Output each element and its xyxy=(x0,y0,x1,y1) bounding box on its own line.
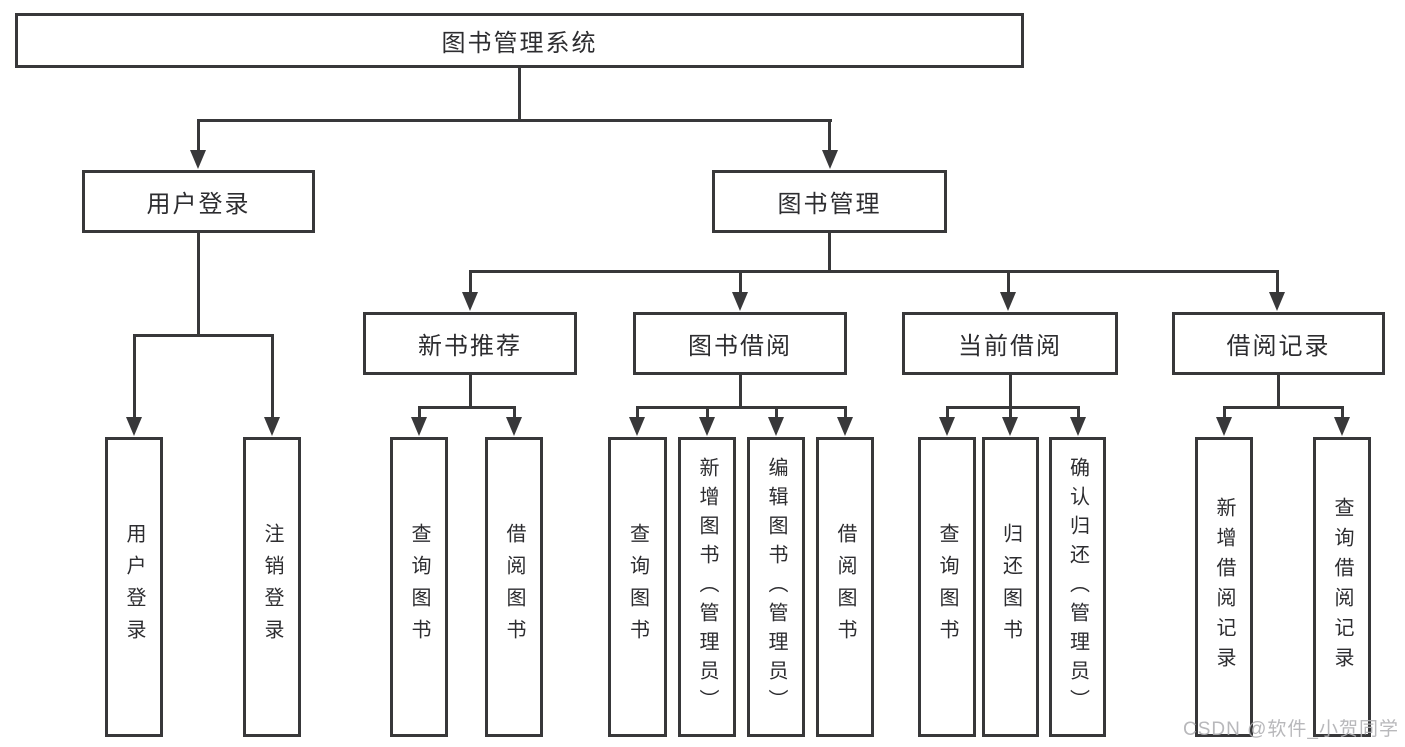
connector-arrowhead xyxy=(1002,417,1018,436)
connector-drop xyxy=(133,334,136,417)
node-book-management-label: 图书管理 xyxy=(777,191,882,218)
leaf-borrow-books-2: 借阅图书 xyxy=(816,437,874,737)
leaf-query-books-current: 查询图书 xyxy=(918,437,976,737)
leaf-borrow-books-2-label: 借阅图书 xyxy=(834,523,856,651)
connector-userlogin-stem xyxy=(197,233,200,336)
leaf-return-book: 归还图书 xyxy=(982,437,1039,737)
connector-l3-stem xyxy=(739,375,742,408)
leaf-query-borrow-record-label: 查询借阅记录 xyxy=(1331,497,1353,677)
connector-arrowhead xyxy=(939,417,955,436)
connector-arrowhead xyxy=(1000,292,1016,311)
leaf-query-books-recommend: 查询图书 xyxy=(390,437,448,737)
connector-arrowhead xyxy=(462,292,478,311)
leaf-return-book-label: 归还图书 xyxy=(999,523,1022,651)
connector-arrowhead xyxy=(506,417,522,436)
connector-arrowhead xyxy=(732,292,748,311)
node-new-book-recommend-label: 新书推荐 xyxy=(418,333,522,360)
connector-l3-split xyxy=(418,406,516,409)
connector-drop xyxy=(844,406,847,418)
leaf-query-books-borrow-label: 查询图书 xyxy=(626,523,649,651)
connector-root-split xyxy=(197,119,832,122)
connector-drop xyxy=(1077,406,1080,418)
connector-l3-stem xyxy=(1277,375,1280,408)
connector-arrowhead xyxy=(1334,417,1350,436)
connector-arrowhead xyxy=(768,417,784,436)
leaf-add-borrow-record: 新增借阅记录 xyxy=(1195,437,1253,737)
connector-drop xyxy=(828,119,831,151)
connector-arrowhead xyxy=(837,417,853,436)
node-root-label: 图书管理系统 xyxy=(441,30,598,57)
connector-arrowhead xyxy=(1070,417,1086,436)
connector-root-stem xyxy=(518,68,521,120)
leaf-edit-book-admin: 编辑图书（管理员） xyxy=(747,437,805,737)
connector-arrowhead xyxy=(126,417,142,436)
connector-drop xyxy=(418,406,421,418)
connector-arrowhead xyxy=(190,150,206,169)
leaf-confirm-return-admin-label: 确认归还（管理员） xyxy=(1066,456,1089,718)
connector-arrowhead xyxy=(629,417,645,436)
connector-arrowhead xyxy=(822,150,838,169)
leaf-query-books-current-label: 查询图书 xyxy=(936,523,958,651)
connector-drop xyxy=(1007,270,1010,293)
leaf-query-borrow-record: 查询借阅记录 xyxy=(1313,437,1371,737)
leaf-add-book-admin: 新增图书（管理员） xyxy=(678,437,736,737)
connector-bookmgmt-split xyxy=(469,270,1279,273)
connector-arrowhead xyxy=(411,417,427,436)
leaf-confirm-return-admin: 确认归还（管理员） xyxy=(1049,437,1106,737)
connector-arrowhead xyxy=(699,417,715,436)
node-book-management: 图书管理 xyxy=(712,170,947,233)
leaf-query-books-borrow: 查询图书 xyxy=(608,437,667,737)
connector-drop xyxy=(636,406,639,418)
leaf-logout-label: 注销登录 xyxy=(261,523,283,651)
connector-drop xyxy=(1009,406,1012,418)
leaf-user-login-label: 用户登录 xyxy=(123,523,145,651)
connector-drop xyxy=(946,406,949,418)
leaf-borrow-books-recommend-label: 借阅图书 xyxy=(503,523,525,651)
connector-drop xyxy=(775,406,778,418)
connector-drop xyxy=(1223,406,1226,418)
node-user-login: 用户登录 xyxy=(82,170,315,233)
connector-drop xyxy=(197,119,200,151)
leaf-user-login: 用户登录 xyxy=(105,437,163,737)
connector-bookmgmt-stem xyxy=(828,233,831,272)
node-borrow-records-label: 借阅记录 xyxy=(1226,333,1331,360)
connector-drop xyxy=(469,270,472,293)
leaf-add-borrow-record-label: 新增借阅记录 xyxy=(1213,497,1235,677)
node-borrow-records: 借阅记录 xyxy=(1172,312,1385,375)
leaf-borrow-books-recommend: 借阅图书 xyxy=(485,437,543,737)
node-user-login-label: 用户登录 xyxy=(146,191,251,218)
connector-l3-stem xyxy=(469,375,472,408)
connector-drop xyxy=(271,334,274,417)
connector-drop xyxy=(1276,270,1279,293)
leaf-query-books-recommend-label: 查询图书 xyxy=(408,523,430,651)
connector-arrowhead xyxy=(264,417,280,436)
node-root: 图书管理系统 xyxy=(15,13,1024,68)
connector-arrowhead xyxy=(1216,417,1232,436)
leaf-add-book-admin-label: 新增图书（管理员） xyxy=(696,456,718,718)
connector-userlogin-split xyxy=(133,334,274,337)
connector-arrowhead xyxy=(1269,292,1285,311)
leaf-edit-book-admin-label: 编辑图书（管理员） xyxy=(765,456,787,718)
connector-drop xyxy=(739,270,742,293)
connector-drop xyxy=(706,406,709,418)
leaf-logout: 注销登录 xyxy=(243,437,301,737)
watermark: CSDN @软件_小贺同学 xyxy=(1183,719,1399,740)
connector-l3-split xyxy=(636,406,847,409)
connector-l3-split xyxy=(1223,406,1344,409)
connector-drop xyxy=(1341,406,1344,418)
node-current-borrow-label: 当前借阅 xyxy=(958,333,1062,360)
connector-drop xyxy=(513,406,516,418)
node-book-borrow-label: 图书借阅 xyxy=(688,333,792,360)
connector-l3-stem xyxy=(1009,375,1012,408)
connector-l3-split xyxy=(946,406,1080,409)
node-new-book-recommend: 新书推荐 xyxy=(363,312,577,375)
node-book-borrow: 图书借阅 xyxy=(633,312,847,375)
node-current-borrow: 当前借阅 xyxy=(902,312,1118,375)
